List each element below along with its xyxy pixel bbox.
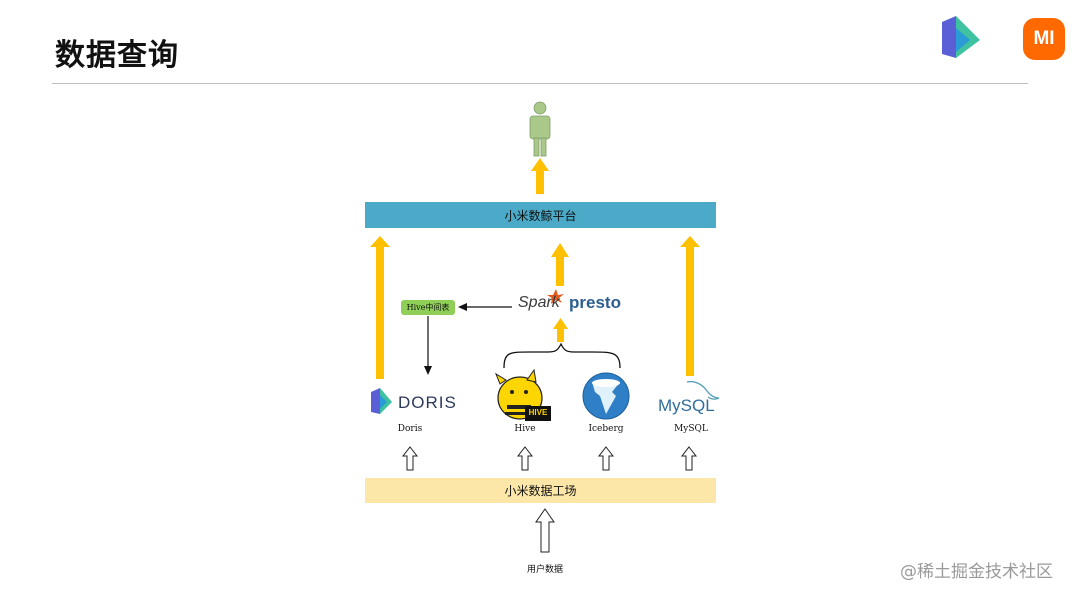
hive-logo-text: HIVE: [528, 408, 548, 417]
source-label-doris: Doris: [397, 424, 423, 434]
doris-logo-text: DORIS: [398, 393, 457, 412]
hollow-arrow-user-data: [535, 508, 555, 553]
up-arrow-engine: [551, 243, 569, 286]
user-data-label: 用户数据: [526, 565, 563, 575]
page-title: 数据查询: [55, 38, 179, 73]
arrow-badge-to-doris: [424, 316, 432, 375]
watermark-text: @稀土掘金技术社区: [900, 562, 1053, 582]
doris-logo-icon: [942, 16, 980, 58]
spark-logo-text: Spark: [518, 294, 560, 311]
source-label-hive: Hive: [514, 424, 536, 434]
source-label-mysql: MySQL: [674, 424, 708, 434]
hollow-arrow-mysql: [680, 446, 698, 471]
doris-logo-small-icon: [371, 388, 392, 414]
user-person-icon: [529, 101, 551, 157]
hive-bee-icon: [494, 368, 551, 421]
title-divider: [52, 83, 1028, 84]
spark-star-icon: [547, 289, 564, 304]
source-label-iceberg: Iceberg: [588, 424, 624, 434]
mysql-dolphin-icon: [686, 380, 720, 400]
arrow-engine-to-badge: [458, 303, 512, 311]
mysql-logo-text: MySQL: [658, 396, 715, 416]
iceberg-globe-icon: [582, 372, 630, 420]
factory-bar: 小米数据工场: [365, 478, 716, 503]
up-arrow-doris: [370, 236, 390, 379]
up-arrow-user: [531, 158, 549, 194]
hollow-arrow-doris: [401, 446, 419, 471]
xiaomi-logo-icon: MI: [1023, 18, 1065, 60]
up-arrow-mysql: [680, 236, 700, 376]
presto-logo-text: presto: [569, 293, 621, 312]
up-arrow-brace: [553, 318, 568, 342]
mysql-logo-word: MySQL: [658, 396, 715, 415]
hive-intermediate-table-badge: Hive中间表: [401, 300, 455, 315]
hollow-arrow-hive: [516, 446, 534, 471]
group-brace: [503, 342, 621, 369]
platform-bar: 小米数鲸平台: [365, 202, 716, 228]
hollow-arrow-iceberg: [597, 446, 615, 471]
